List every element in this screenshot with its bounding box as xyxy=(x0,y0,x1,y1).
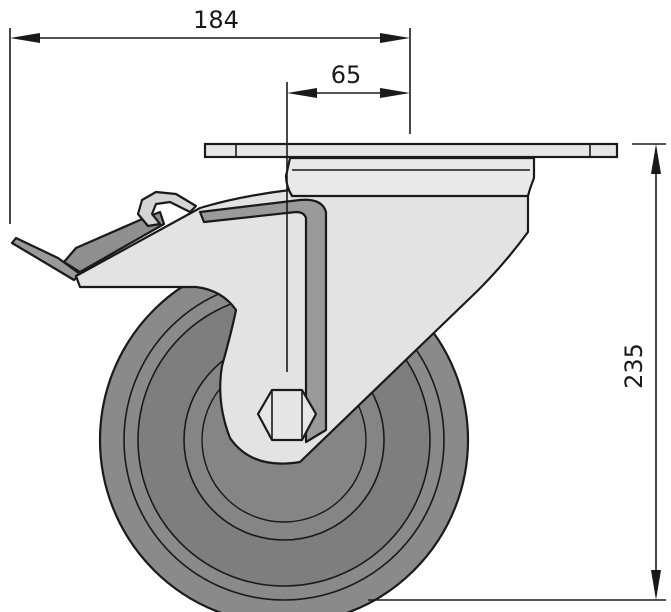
swivel-bearing xyxy=(284,156,536,198)
arrow-right-offset xyxy=(380,88,410,98)
dimension-label-width: 184 xyxy=(193,6,239,34)
fork-body xyxy=(74,188,530,465)
arrow-right-width xyxy=(380,33,410,43)
dimension-label-height: 235 xyxy=(620,343,648,389)
dimension-overall-height: 235 xyxy=(368,143,666,601)
brake-arm xyxy=(62,210,166,274)
swivel-head xyxy=(284,156,536,198)
arrow-left-width xyxy=(10,33,40,43)
axle-nut xyxy=(256,388,318,442)
mounting-plate xyxy=(203,142,619,159)
arrow-bottom-height xyxy=(651,570,661,600)
arrow-top-height xyxy=(651,144,661,174)
dimension-label-offset: 65 xyxy=(331,61,362,89)
arrow-left-offset xyxy=(287,88,317,98)
dimension-offset: 65 xyxy=(287,61,410,98)
brake-clip xyxy=(136,190,198,228)
dimension-overall-width: 184 xyxy=(9,6,411,224)
top-plate xyxy=(203,142,619,159)
